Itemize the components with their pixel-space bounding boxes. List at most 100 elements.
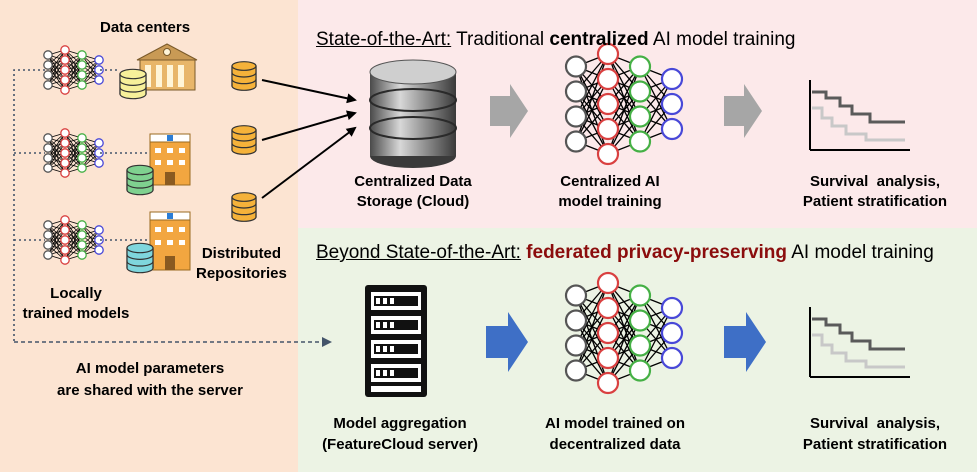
network-node <box>77 50 87 60</box>
network-node <box>43 133 53 143</box>
label-line: Model aggregation <box>333 415 467 432</box>
network-node <box>43 80 53 90</box>
local-model-network-icon <box>43 128 104 178</box>
network-node <box>77 133 87 143</box>
network-node <box>43 60 53 70</box>
network-node <box>94 235 104 245</box>
network-node <box>60 225 70 235</box>
model-aggregation-label: Model aggregation (FeatureCloud server) <box>320 413 480 455</box>
survival-analysis-label: Survival analysis, Patient stratificatio… <box>785 172 965 212</box>
server-rack-icon <box>365 285 427 397</box>
dotted-connector-left <box>13 69 45 342</box>
label-line: Distributed <box>201 245 282 262</box>
header-text: AI model training <box>648 29 796 50</box>
survival-analysis-label: Survival analysis, Patient stratificatio… <box>785 413 965 455</box>
label-line: Patient stratification <box>802 436 948 453</box>
network-node <box>660 67 684 91</box>
network-node <box>564 105 588 128</box>
network-node <box>60 215 70 225</box>
survival-curve-top <box>809 80 910 151</box>
network-node <box>94 225 104 235</box>
network-node <box>60 65 70 75</box>
local-database-icon <box>126 242 154 274</box>
network-node <box>628 105 652 128</box>
network-node <box>564 130 588 153</box>
network-node <box>628 359 652 382</box>
network-node <box>77 60 87 70</box>
network-node <box>77 240 87 250</box>
locally-trained-models-label: Locally trained models <box>14 284 138 324</box>
gray-flow-arrow <box>490 84 528 138</box>
network-node <box>60 235 70 245</box>
survival-curve-bottom <box>809 307 910 378</box>
network-node <box>60 45 70 55</box>
network-node <box>660 346 684 370</box>
network-node <box>60 55 70 65</box>
network-node <box>77 153 87 163</box>
network-node <box>628 55 652 78</box>
network-node <box>60 148 70 158</box>
local-model-network-icon <box>43 215 104 265</box>
network-node <box>564 80 588 103</box>
network-node <box>596 271 620 295</box>
local-database-icon <box>126 164 154 196</box>
network-node <box>628 334 652 357</box>
repo-to-storage-arrow <box>261 79 357 104</box>
parameters-shared-label: AI model parameters are shared with the … <box>40 358 260 402</box>
network-node <box>660 117 684 141</box>
network-node <box>596 321 620 345</box>
network-node <box>596 92 620 116</box>
network-node <box>60 85 70 95</box>
network-node <box>43 163 53 173</box>
header-prefix: Beyond State-of-the-Art: <box>316 242 521 263</box>
label-line: are shared with the server <box>57 382 243 399</box>
distributed-repository-icon <box>231 125 257 155</box>
network-node <box>94 55 104 65</box>
network-node <box>77 250 87 260</box>
repo-to-storage-arrow <box>261 110 357 141</box>
network-node <box>660 321 684 345</box>
network-node <box>628 309 652 332</box>
data-centers-label: Data centers <box>100 19 191 36</box>
network-node <box>43 70 53 80</box>
label-line: trained models <box>22 305 130 322</box>
network-node <box>60 168 70 178</box>
network-node <box>596 346 620 370</box>
label-line: AI model trained on <box>544 415 685 432</box>
network-node <box>60 255 70 265</box>
blue-flow-arrow <box>486 312 528 372</box>
network-node <box>43 220 53 230</box>
network-node <box>77 70 87 80</box>
network-node <box>94 65 104 75</box>
network-node <box>564 309 588 332</box>
label-line: Storage (Cloud) <box>356 193 470 210</box>
centralized-storage-icon <box>369 59 457 168</box>
network-node <box>564 284 588 307</box>
label-line: Survival analysis, <box>809 173 941 190</box>
network-node <box>43 153 53 163</box>
label-line: (FeatureCloud server) <box>322 436 478 453</box>
network-node <box>596 67 620 91</box>
header-text: AI model training <box>787 242 934 263</box>
network-node <box>94 148 104 158</box>
label-line: Patient stratification <box>802 193 948 210</box>
distributed-repositories-label: Distributed Repositories <box>196 244 287 284</box>
network-node <box>77 80 87 90</box>
label-line: AI model parameters <box>75 360 225 377</box>
network-node <box>596 296 620 320</box>
header-bold: centralized <box>549 29 649 50</box>
repo-to-storage-arrow <box>261 126 357 199</box>
label-line: Repositories <box>196 265 287 282</box>
label-line: decentralized data <box>549 436 681 453</box>
network-node <box>596 117 620 141</box>
distributed-repository-icon <box>231 61 257 91</box>
decentralized-training-label: AI model trained on decentralized data <box>535 413 695 455</box>
federated-model-network-icon <box>564 271 684 395</box>
network-node <box>564 359 588 382</box>
label-line: Centralized Data <box>354 173 472 190</box>
network-node <box>628 80 652 103</box>
label-line: Centralized AI <box>560 173 660 190</box>
centralized-training-label: Centralized AI model training <box>550 172 670 212</box>
bottom-panel-header: Beyond State-of-the-Art: federated priva… <box>316 242 934 264</box>
header-bold: federated privacy-preserving <box>526 242 788 263</box>
